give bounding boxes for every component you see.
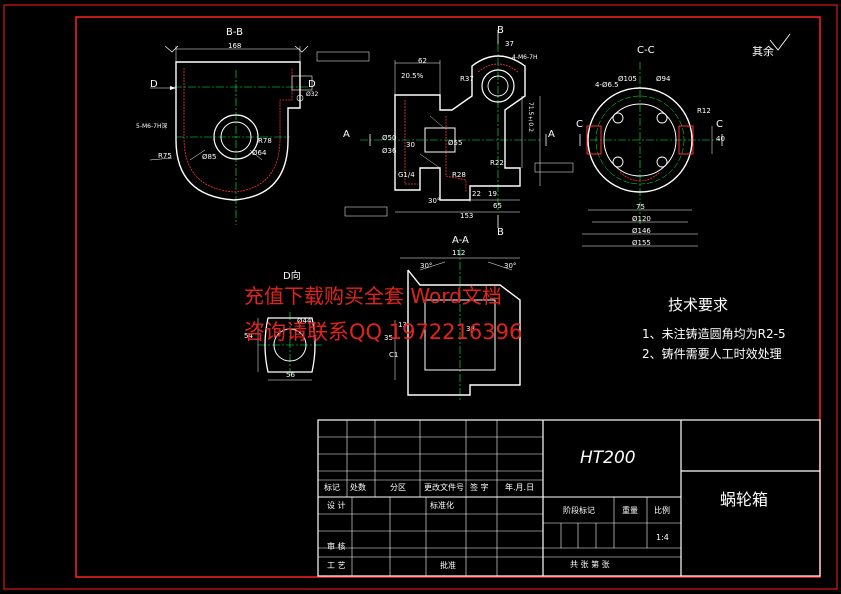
dim-g14: G1/4 [398,171,415,179]
dim-112: 112 [452,249,466,257]
scale-value: 1:4 [656,533,669,542]
dim-phi32: Ø32 [306,91,319,98]
label-standard: 标准化 [430,501,454,510]
dim-angle-30: 30° [428,197,441,205]
section-mark-c-right: C [716,119,723,130]
header-zone: 分区 [390,483,406,492]
header-mark: 标记 [324,483,340,492]
dim-r22: R22 [490,159,504,167]
dim-40: 40 [716,135,725,143]
view-main-section [316,30,574,228]
dim-phi155: Ø155 [632,239,651,247]
label-weight: 重量 [622,506,638,515]
tech-requirements-title: 技术要求 [668,296,729,314]
watermark-line-1: 充值下载购买全套 Word文档 [244,284,502,308]
dim-phi85: Ø85 [202,153,217,161]
dim-35: 35 [384,334,393,342]
view-label-d: D向 [283,271,301,282]
dim-4phi: 4-Ø6.5 [595,81,619,89]
view-aa [394,248,521,400]
view-label-bb: B-B [226,27,243,38]
dim-19: 19 [488,190,497,198]
dim-r28: R28 [452,171,466,179]
dim-r37: R37 [460,75,474,83]
dim-r75: R75 [158,152,172,160]
dim-62: 62 [418,57,427,65]
dim-r12: R12 [697,107,711,115]
part-name: 蜗轮箱 [720,490,769,509]
header-change-doc: 更改文件号 [424,483,464,492]
dim-phi36: Ø36 [382,147,397,155]
dim-30: 30 [406,141,415,149]
surface-roughness-note: 其余 [752,45,774,58]
header-date: 年.月.日 [505,483,535,492]
dim-angle-30c: 30° [504,262,517,270]
label-review: 审 核 [327,542,346,551]
outer-frame [3,4,838,590]
dim-m6: 4-M6-7H [512,54,538,61]
view-d [257,312,322,381]
header-count: 处数 [350,483,366,492]
label-sheet: 共 张 第 张 [570,560,610,569]
dim-phi105: Ø105 [618,75,637,83]
view-label-aa: A-A [452,235,469,246]
dim-m5: 5-M6-7H深 [136,123,168,130]
dim-angle-30b: 30° [420,262,433,270]
dim-54: 54 [244,332,253,340]
dim-phi120: Ø120 [632,215,651,223]
view-cc [579,33,791,247]
section-mark-b-bottom: B [497,227,504,238]
section-mark-d2: D [308,79,316,90]
label-design: 设 计 [327,501,346,510]
dim-phi44: Ø44 [297,317,312,325]
dim-56: 56 [286,371,295,379]
inner-frame [75,16,821,578]
dim-75: 75 [636,203,645,211]
dim-65: 65 [493,202,502,210]
tech-requirement-1: 1、未注铸造圆角均为R2-5 [642,327,786,341]
section-mark-c-left: C [576,119,583,130]
dim-phi50: Ø50 [382,134,397,142]
watermark-line-2: 咨询请联系QQ 1972216396 [244,320,523,344]
dim-phi64: Ø64 [252,149,267,157]
dim-phi146: Ø146 [632,227,651,235]
view-bb [149,45,313,225]
dim-38: 38 [466,325,475,333]
tech-requirement-2: 2、铸件需要人工时效处理 [642,347,782,361]
dim-r78: R78 [258,137,272,145]
label-process: 工 艺 [327,561,346,570]
dim-phi55: Ø55 [448,139,463,147]
dim-153: 153 [460,212,474,220]
section-mark-b-top: B [497,25,504,36]
dim-22: 22 [472,190,481,198]
dim-37: 37 [505,40,514,48]
label-stage-mark: 阶段标记 [563,506,595,515]
dim-20-5: 20.5% [401,72,424,80]
dim-phi94: Ø94 [656,75,671,83]
title-block-grid [317,419,821,577]
dim-c1: C1 [389,351,399,359]
material-label: HT200 [580,448,636,468]
label-scale: 比例 [654,506,670,515]
dim-168: 168 [228,42,242,50]
header-signature: 签 字 [470,483,489,492]
dim-13: 13 [398,321,407,329]
section-mark-a-left: A [343,129,350,140]
dim-71-5: 71.5±0.2 [527,102,534,132]
section-mark-a-right: A [548,129,555,140]
section-mark-d: D [150,79,158,90]
label-approve: 批准 [440,561,456,570]
view-label-cc: C-C [637,45,655,56]
